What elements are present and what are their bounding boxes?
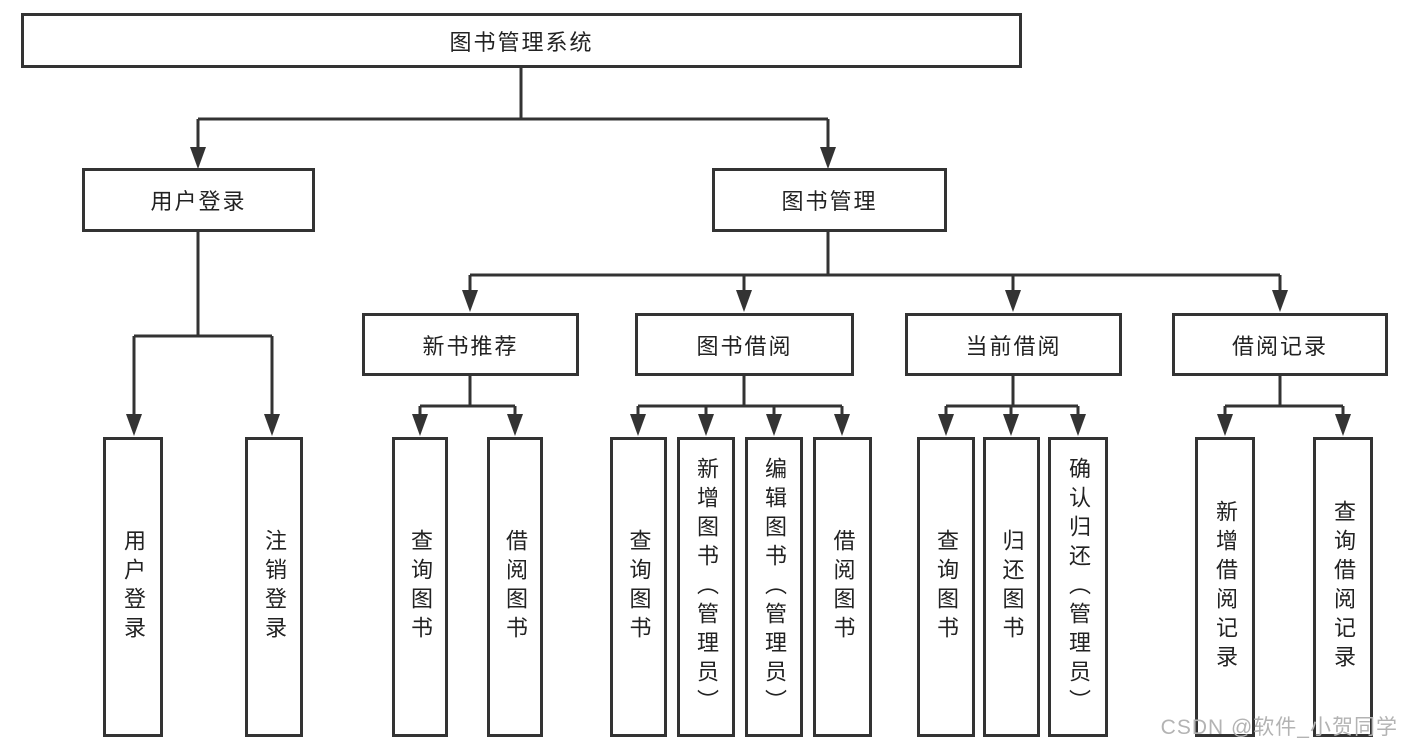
node-borrowing-records: 借阅记录 <box>1172 313 1388 376</box>
node-book-borrowing: 图书借阅 <box>635 313 854 376</box>
arrowhead-icons <box>126 147 1351 436</box>
node-library-system: 图书管理系统 <box>21 13 1022 68</box>
node-new-book-recommendation: 新书推荐 <box>362 313 579 376</box>
leaf-borrow-books-recommend: 借阅图书 <box>487 437 543 737</box>
leaf-borrow-books-borrowing: 借阅图书 <box>813 437 872 737</box>
leaf-query-borrow-record: 查询借阅记录 <box>1313 437 1373 737</box>
leaf-confirm-return-admin: 确认归还（管理员） <box>1048 437 1108 737</box>
leaf-query-books-borrowing: 查询图书 <box>610 437 667 737</box>
leaf-add-book-admin: 新增图书（管理员） <box>677 437 735 737</box>
leaf-user-login: 用户登录 <box>103 437 163 737</box>
leaf-add-borrow-record: 新增借阅记录 <box>1195 437 1255 737</box>
leaf-return-book: 归还图书 <box>983 437 1040 737</box>
leaf-query-books-current: 查询图书 <box>917 437 975 737</box>
node-book-management: 图书管理 <box>712 168 947 232</box>
leaf-logout: 注销登录 <box>245 437 303 737</box>
leaf-edit-book-admin: 编辑图书（管理员） <box>745 437 803 737</box>
leaf-query-books-recommend: 查询图书 <box>392 437 448 737</box>
csdn-watermark: CSDN @软件_小贺同学 <box>1160 716 1398 739</box>
node-current-borrowing: 当前借阅 <box>905 313 1122 376</box>
node-user-login: 用户登录 <box>82 168 315 232</box>
